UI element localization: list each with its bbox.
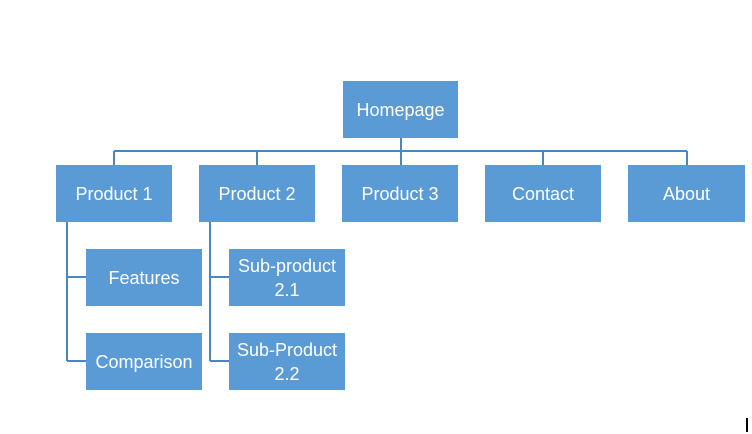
node-homepage: Homepage [343, 81, 458, 138]
node-product-1-label: Product 1 [75, 183, 153, 204]
node-homepage-label: Homepage [356, 99, 445, 120]
node-contact: Contact [485, 165, 601, 222]
node-sub-product-2-1-label: Sub-product 2.1 [237, 255, 337, 300]
text-cursor [746, 418, 748, 432]
node-comparison-label: Comparison [95, 351, 193, 372]
node-sub-product-2-2: Sub-Product 2.2 [229, 333, 345, 390]
node-product-3-label: Product 3 [361, 183, 439, 204]
node-about-label: About [662, 183, 711, 204]
node-product-3: Product 3 [342, 165, 458, 222]
node-sub-product-2-2-label: Sub-Product 2.2 [236, 339, 338, 384]
node-product-2-label: Product 2 [218, 183, 296, 204]
node-product-1: Product 1 [56, 165, 172, 222]
node-features: Features [86, 249, 202, 306]
node-sub-product-2-1: Sub-product 2.1 [229, 249, 345, 306]
node-comparison: Comparison [86, 333, 202, 390]
node-features-label: Features [108, 267, 180, 288]
node-contact-label: Contact [511, 183, 575, 204]
node-about: About [628, 165, 745, 222]
node-product-2: Product 2 [199, 165, 315, 222]
